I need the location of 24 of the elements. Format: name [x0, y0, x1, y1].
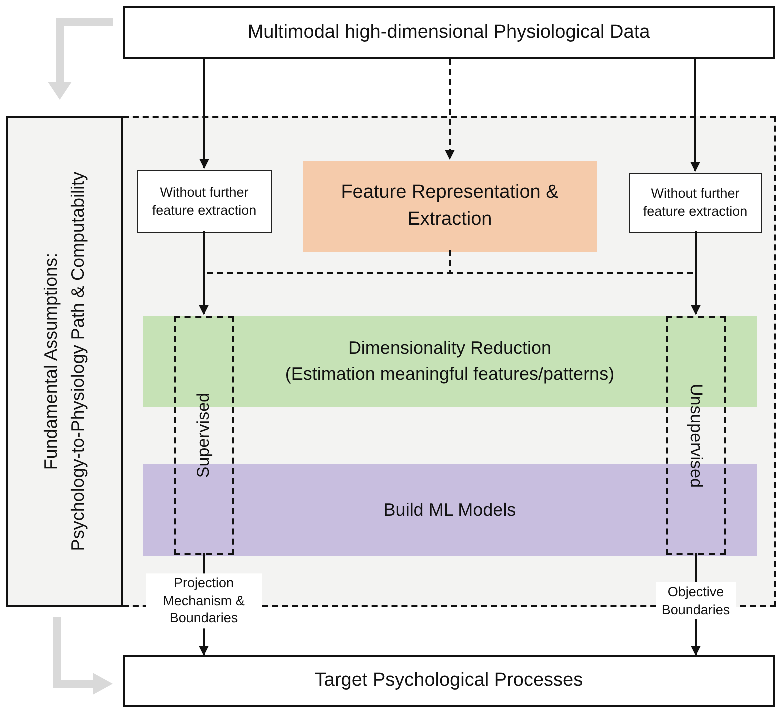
arrow [445, 59, 455, 160]
edge-label: Projection Mechanism & Boundaries [146, 574, 262, 628]
note-box [629, 173, 762, 233]
note-box [137, 170, 272, 233]
side-panel [6, 116, 123, 607]
box-label: Supervised [194, 392, 214, 478]
box-label: Psychology-to-Physiology Path & Computability [66, 172, 89, 552]
box-label: Unsupervised [686, 384, 706, 488]
edge-label: Objective Boundaries [656, 582, 736, 620]
arrow [690, 59, 700, 172]
box-label: Target Psychological Processes [314, 670, 584, 692]
box-label: (Estimation meaningful features/patterns) [285, 362, 615, 386]
process-box [123, 6, 775, 59]
process-box [123, 655, 775, 707]
box-label: Without further feature extraction [642, 185, 749, 221]
box-label: Build ML Models [384, 500, 516, 520]
arrow [449, 250, 701, 315]
box-label: Dimensionality Reduction [348, 337, 552, 360]
box-label: Fundamental Assumptions: [40, 252, 62, 470]
arrow [200, 59, 210, 169]
box-label: Multimodal high-dimensional Physiological Data [248, 22, 650, 44]
box-label: Feature Representation & Extraction [340, 180, 560, 232]
box-label: Without further feature extraction [151, 184, 258, 220]
process-box [303, 161, 597, 252]
